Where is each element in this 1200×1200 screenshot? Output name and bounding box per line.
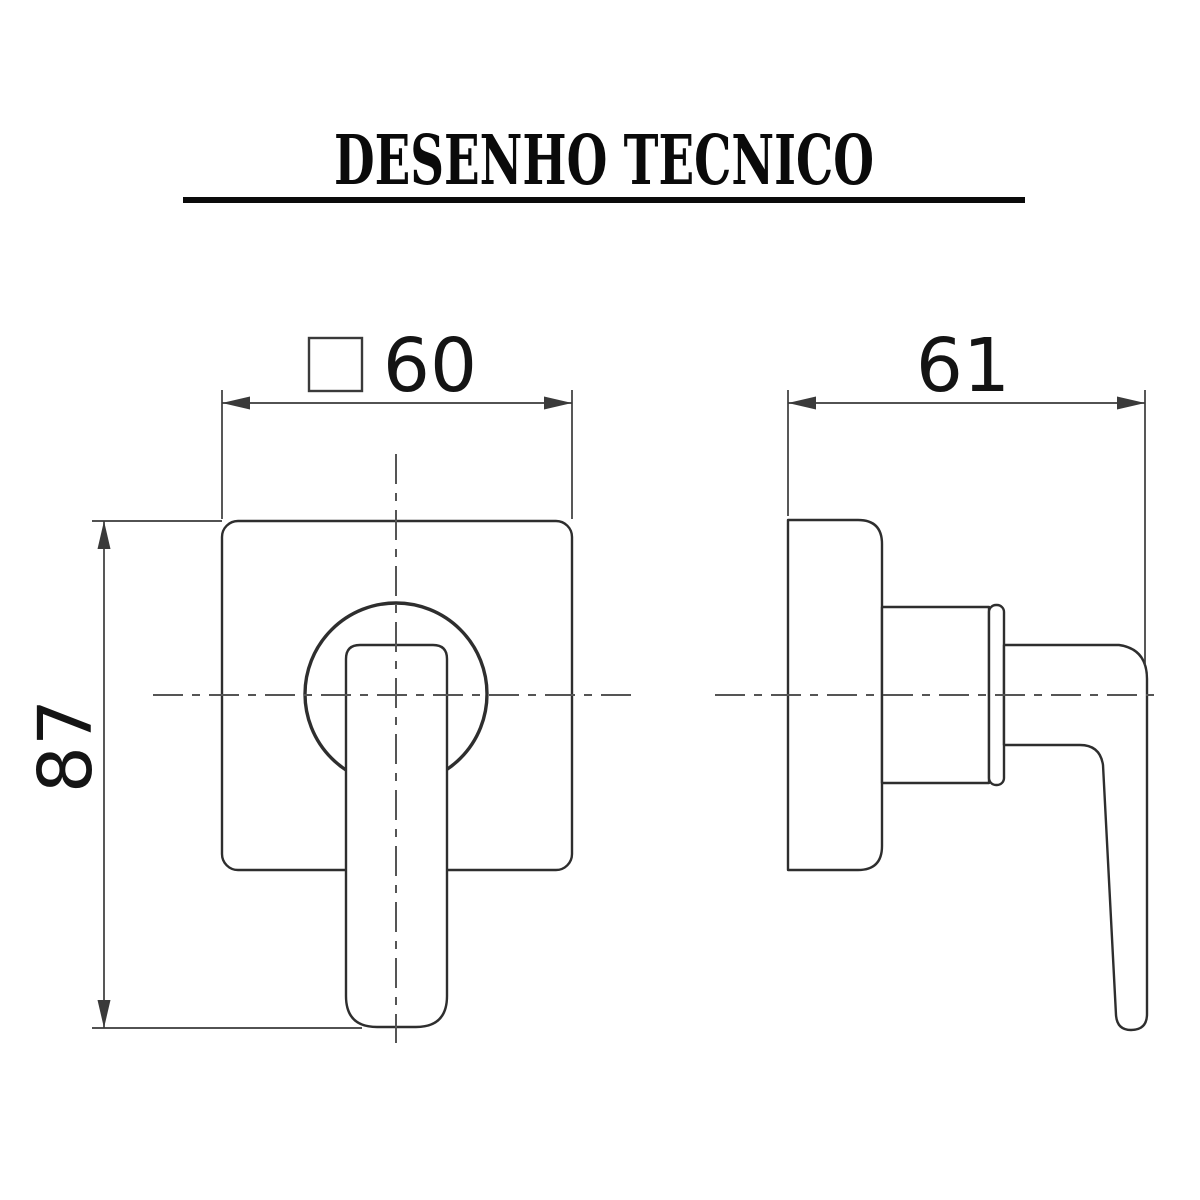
arrowhead-61-right [1117, 396, 1145, 410]
dimension-width-60: 60 [221, 323, 573, 519]
dimension-label-61: 61 [916, 323, 1010, 409]
side-view [786, 518, 1149, 1032]
arrowhead-87-top [97, 521, 111, 549]
arrowhead-87-bottom [97, 1000, 111, 1028]
dimension-label-60: 60 [383, 323, 477, 409]
square-symbol-icon [307, 336, 364, 393]
centerlines [153, 454, 1160, 1043]
dimension-depth-61: 61 [787, 323, 1146, 665]
arrowhead-60-right [544, 396, 572, 410]
arrowhead-60-left [222, 396, 250, 410]
dimension-height-87: 87 [23, 520, 362, 1029]
lever-handle-side [1002, 643, 1149, 1032]
title-underline [183, 197, 1025, 203]
dimension-label-87: 87 [23, 699, 109, 793]
arrowhead-61-left [788, 396, 816, 410]
drawing-title: DESENHO TECNICO [334, 121, 874, 201]
